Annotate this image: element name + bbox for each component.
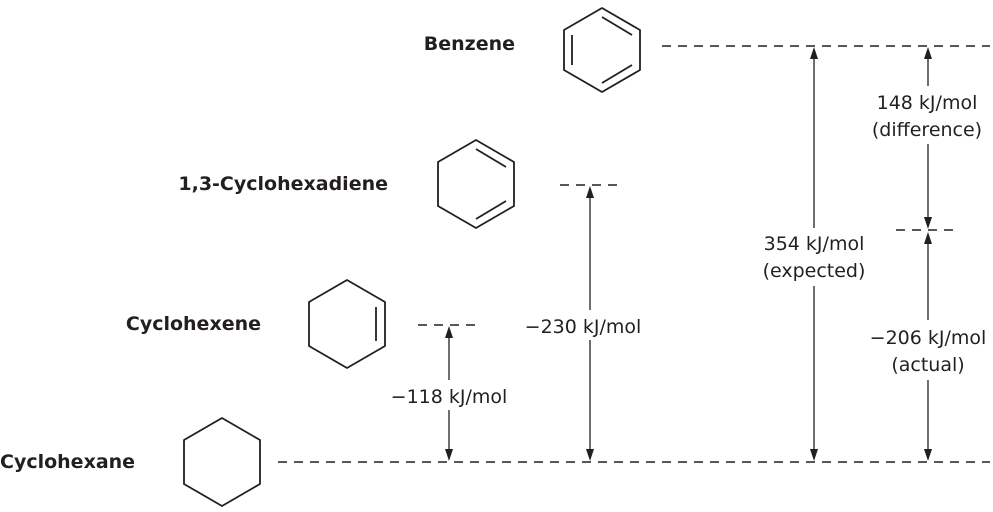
difference-value-label: 148 kJ/mol: [877, 92, 978, 114]
cyclohexene-label: Cyclohexene: [126, 313, 261, 335]
benzene-label: Benzene: [424, 33, 515, 55]
actual-value-label: −206 kJ/mol: [870, 327, 987, 349]
difference-note-label: (difference): [872, 119, 982, 141]
cyclohexadiene-dh-label: −230 kJ/mol: [525, 316, 642, 338]
cyclohexadiene-label: 1,3-Cyclohexadiene: [178, 173, 388, 195]
cyclohexane-ring-icon: [183, 417, 261, 507]
cyclohexene-ring-icon: [308, 279, 386, 369]
expected-value-label: 354 kJ/mol: [764, 233, 865, 255]
cyclohexadiene-ring-icon: [437, 139, 515, 229]
cyclohexene-dh-label: −118 kJ/mol: [391, 386, 508, 408]
expected-note-label: (expected): [763, 260, 866, 282]
benzene-ring-icon: [563, 7, 641, 93]
cyclohexane-label: Cyclohexane: [0, 451, 135, 473]
actual-note-label: (actual): [891, 354, 964, 376]
